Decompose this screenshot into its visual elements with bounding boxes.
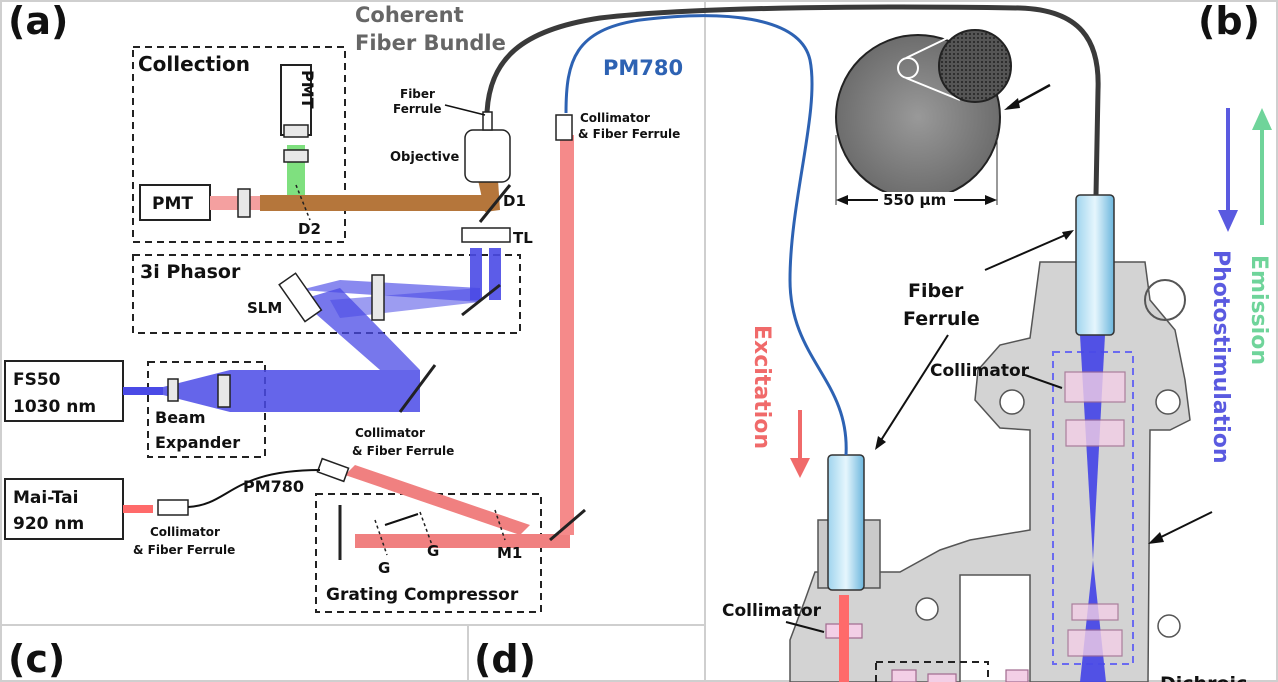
label-expander: Expander	[155, 433, 240, 452]
label-fiber-b: Fiber	[908, 280, 964, 302]
panel-a-text: Coherent Fiber Bundle PM780 Collection P…	[13, 3, 683, 605]
label-collection: Collection	[138, 52, 250, 76]
label-grating-compressor: Grating Compressor	[326, 585, 519, 605]
label-550um: 550 μm	[883, 191, 946, 209]
label-ferrule-low: & Fiber Ferrule	[133, 543, 235, 557]
label-3i-phasor: 3i Phasor	[140, 261, 241, 283]
label-collimator-low: Collimator	[150, 525, 220, 539]
collimator-lenses-b	[825, 371, 1126, 682]
panel-b-text: 550 μm Fiber Ferrule Collimator Collimat…	[722, 191, 1271, 682]
label-ferrule: Ferrule	[393, 102, 441, 116]
label-pm780-top: PM780	[603, 56, 683, 80]
label-objective: Objective	[390, 150, 459, 165]
grating-arrow	[384, 513, 419, 526]
optical-elements	[157, 111, 573, 516]
label-ferrule-b: Ferrule	[903, 308, 980, 330]
mirrors	[338, 184, 586, 560]
pm780-fiber-cable	[564, 14, 848, 456]
pm780-fiber-short	[187, 469, 321, 508]
label-pm780-mid: PM780	[243, 477, 304, 496]
label-dichroic: Dichroic	[1160, 673, 1247, 682]
label-d1: D1	[503, 192, 526, 210]
label-collimator-mid: Collimator	[355, 426, 425, 440]
ferrule-cylinder-right	[1075, 194, 1115, 336]
label-fiber: Fiber	[400, 87, 435, 101]
label-fs50: FS50	[13, 370, 61, 390]
label-g2: G	[427, 542, 439, 560]
label-fiber-bundle: Fiber Bundle	[355, 31, 506, 55]
panel-d-label: (d)	[474, 637, 536, 681]
label-920nm: 920 nm	[13, 514, 84, 534]
label-excitation: Excitation	[749, 325, 774, 449]
ferrule-cylinder-left	[827, 454, 865, 591]
label-d2: D2	[298, 220, 321, 238]
label-ferrule-top: & Fiber Ferrule	[578, 127, 680, 141]
label-pmt-vertical: PMT	[298, 70, 317, 109]
panel-labels: (a) (b) (c) (d)	[8, 0, 1260, 681]
label-m1: M1	[497, 544, 522, 562]
label-collimator-b2: Collimator	[722, 601, 822, 621]
grating-marks	[295, 184, 506, 556]
label-photostimulation: Photostimulation	[1208, 250, 1233, 464]
label-coherent: Coherent	[355, 3, 464, 27]
excitation-beam-b	[839, 595, 849, 682]
panel-c-label: (c)	[8, 637, 65, 681]
label-ferrule-mid: & Fiber Ferrule	[352, 444, 454, 458]
label-slm: SLM	[247, 299, 282, 317]
label-emission: Emission	[1246, 255, 1271, 365]
fiber-bundle-cross-section	[835, 29, 1051, 208]
ferrule-pointer	[444, 104, 486, 116]
label-g1: G	[378, 559, 390, 577]
label-1030nm: 1030 nm	[13, 397, 96, 417]
label-pmt-left: PMT	[152, 194, 193, 214]
label-collimator-b1: Collimator	[930, 361, 1030, 381]
label-collimator-top: Collimator	[580, 111, 650, 125]
panel-b-label: (b)	[1198, 0, 1260, 43]
panel-b-arrows	[785, 108, 1272, 633]
label-beam: Beam	[155, 408, 206, 427]
label-tl: TL	[513, 229, 533, 247]
panel-a-label: (a)	[8, 0, 68, 43]
label-mai-tai: Mai-Tai	[13, 488, 78, 508]
coherent-fiber-bundle-cable	[484, 4, 1101, 196]
